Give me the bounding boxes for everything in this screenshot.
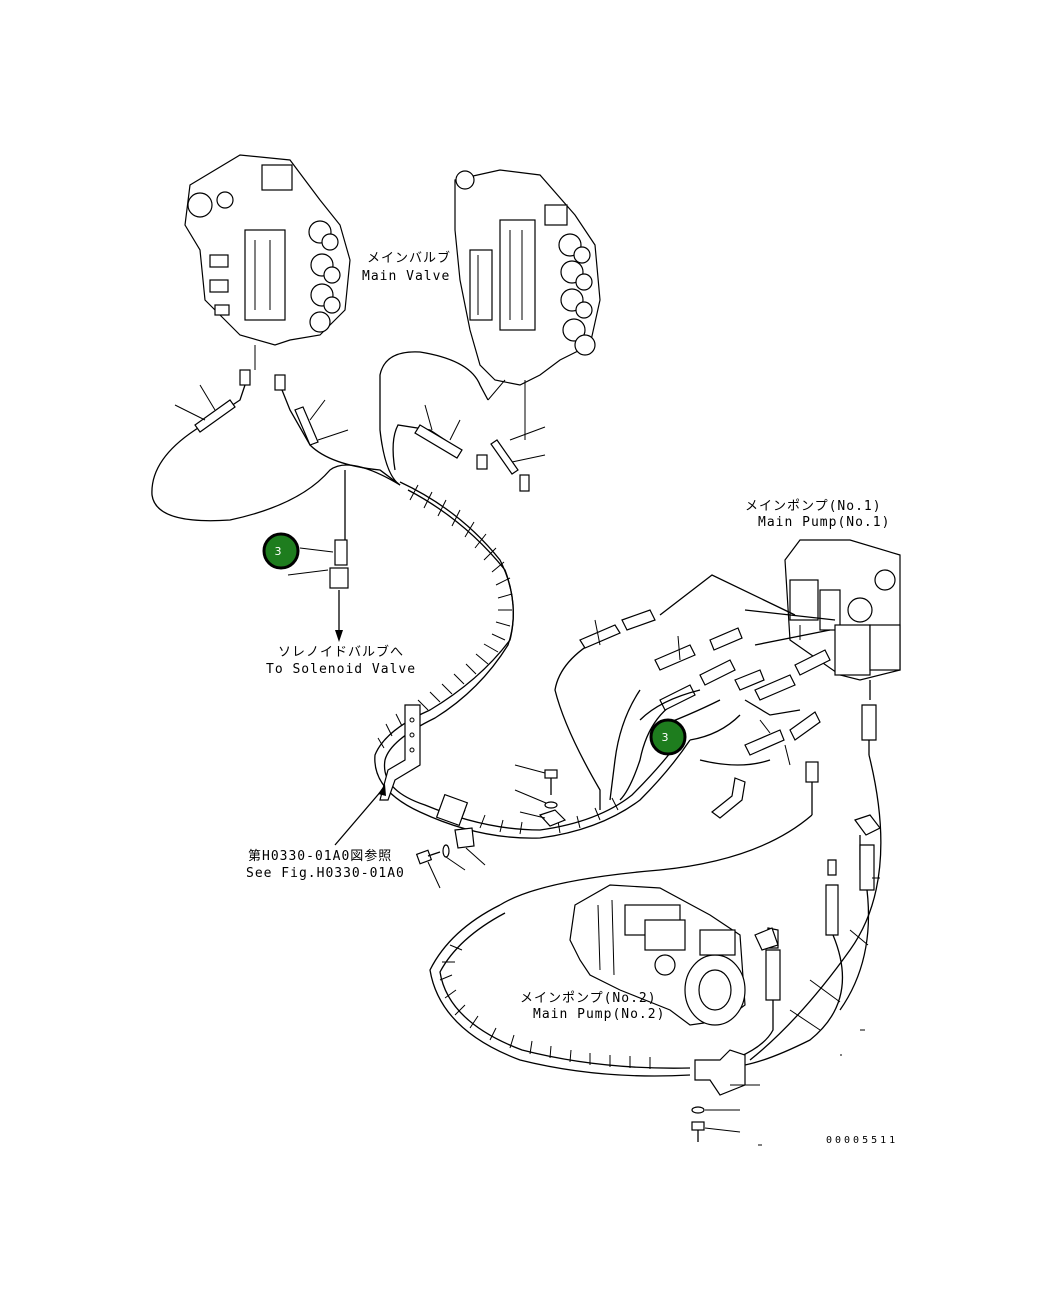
spiral-harness <box>374 481 691 839</box>
main-pump-1-drawing <box>744 539 901 700</box>
main-valve-label-en: Main Valve <box>362 269 450 284</box>
figure-reference-jp: 第H0330-01A0図参照 <box>248 848 392 864</box>
figure-reference-en: See Fig.H0330-01A0 <box>246 866 405 881</box>
callout-label: 3 <box>275 545 282 558</box>
callout-circle[interactable] <box>262 532 300 570</box>
main-pump-2-label-en: Main Pump(No.2) <box>533 1007 665 1022</box>
bolts <box>415 764 567 889</box>
main-valve-label-jp: メインバルブ <box>367 250 451 266</box>
solenoid-label-en: To Solenoid Valve <box>266 662 416 677</box>
main-pump-2-label-jp: メインポンプ(No.2) <box>520 991 657 1006</box>
main-pump-1-label-jp: メインポンプ(No.1) <box>745 499 882 514</box>
callout-marker-right[interactable]: 3 <box>649 718 687 756</box>
callout-circle[interactable] <box>649 718 687 756</box>
callout-marker-left[interactable]: 3 <box>262 532 300 570</box>
pump1-hoses <box>554 574 831 810</box>
drawing-number: 00005511 <box>826 1135 898 1146</box>
main-valve-left-drawing <box>184 154 351 370</box>
valve-hoses <box>151 351 546 642</box>
main-pump-1-label-en: Main Pump(No.1) <box>758 515 890 530</box>
main-pump-2-drawing <box>569 884 779 1026</box>
bottom-clamp <box>691 1049 762 1146</box>
main-valve-right-drawing <box>454 169 601 440</box>
callout-label: 3 <box>662 731 669 744</box>
harness-bracket <box>334 704 421 846</box>
solenoid-label-jp: ソレノイドバルブへ <box>278 644 404 660</box>
